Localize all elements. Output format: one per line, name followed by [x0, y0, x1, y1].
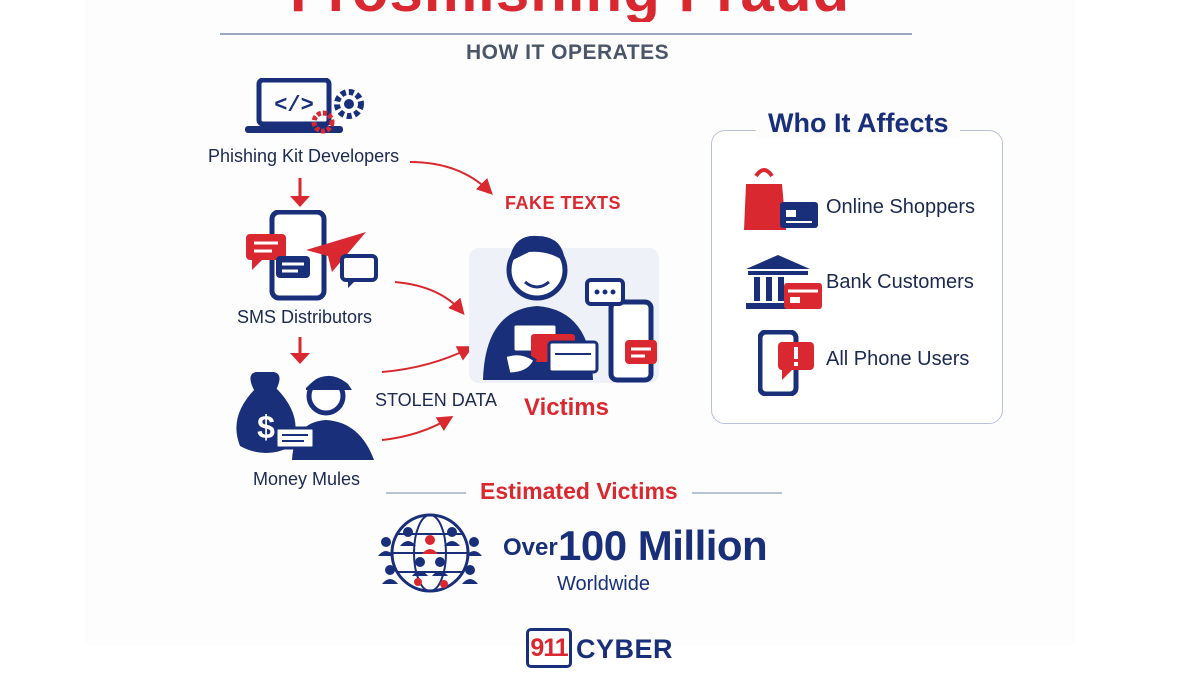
page-title: Frosmishing Fraud	[220, 0, 920, 22]
globe-people-icon	[378, 513, 482, 593]
down-arrow-2	[290, 337, 310, 364]
node-label-developers: Phishing Kit Developers	[208, 146, 400, 166]
affect-label-bank: Bank Customers	[826, 271, 974, 293]
curve-arrow-stolen-data	[381, 346, 474, 373]
bank-card-icon	[746, 255, 822, 309]
estimate-value: 100 Million	[558, 522, 768, 569]
affect-label-phone-users: All Phone Users	[826, 348, 970, 370]
title-divider	[220, 33, 912, 35]
estimate-suffix: Worldwide	[557, 573, 650, 595]
curve-arrow-developers	[409, 161, 493, 195]
fake-texts-label: FAKE TEXTS	[505, 193, 622, 213]
subtitle: HOW IT OPERATES	[466, 41, 670, 64]
affect-label-shoppers: Online Shoppers	[826, 196, 975, 218]
stolen-data-label: STOLEN DATA	[375, 390, 498, 410]
affects-title: Who It Affects	[756, 108, 961, 139]
victim-illustration	[469, 235, 659, 383]
node-label-mules: Money Mules	[253, 469, 361, 489]
estimate-rule-left	[386, 492, 466, 494]
estimate-prefix: Over	[503, 534, 558, 561]
curve-arrow-distributors	[394, 281, 465, 316]
victims-label: Victims	[524, 394, 609, 421]
down-arrow-1	[290, 178, 310, 207]
estimate-title: Estimated Victims	[480, 478, 678, 504]
phone-sms-send-icon	[246, 210, 378, 301]
node-label-distributors: SMS Distributors	[237, 307, 373, 327]
logo-text: CYBER	[576, 634, 674, 664]
svg-text:$: $	[257, 409, 275, 445]
estimate-rule-right	[692, 492, 782, 494]
svg-text:</>: </>	[274, 93, 314, 118]
phone-alert-icon	[758, 330, 814, 396]
money-mule-icon: $	[236, 372, 374, 460]
laptop-code-gear-icon: </>	[245, 78, 364, 134]
shopping-bag-card-icon	[744, 168, 818, 230]
title-clip: Frosmishing Fraud	[220, 0, 920, 22]
curve-arrow-mules	[381, 415, 454, 441]
logo-badge: 911	[526, 628, 572, 668]
